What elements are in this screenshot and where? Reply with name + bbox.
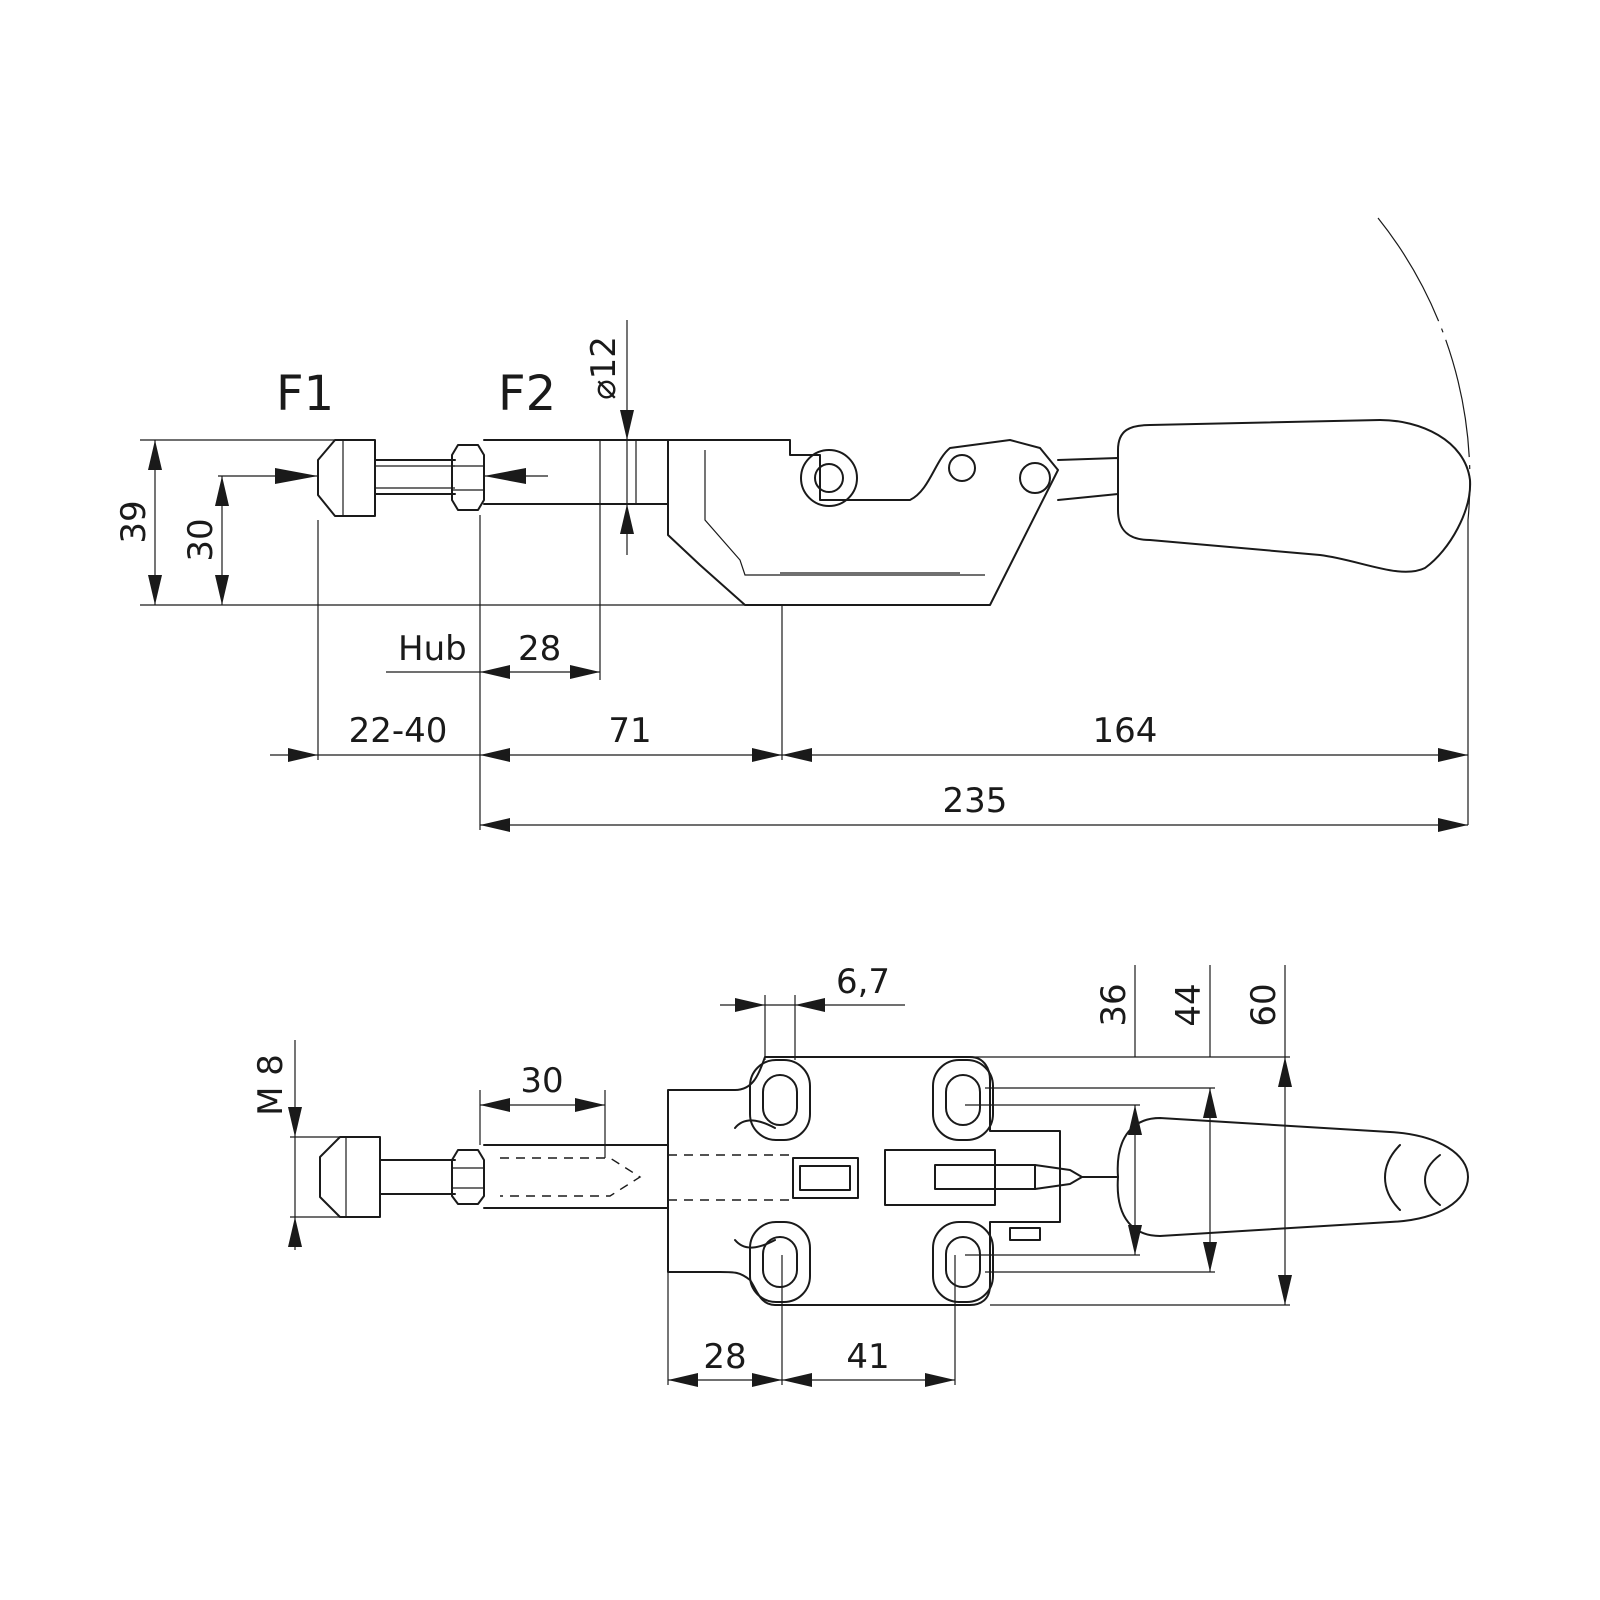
arrow-icon: [480, 748, 510, 762]
arrow-icon: [668, 1373, 698, 1387]
lower-cutout: [734, 1239, 776, 1249]
arrow-icon: [1278, 1275, 1292, 1305]
dim-hub-value: 28: [518, 629, 561, 669]
arrow-icon: [1203, 1088, 1217, 1118]
link-tip: [1034, 1164, 1083, 1190]
arrow-icon: [735, 998, 765, 1012]
arrow-icon: [1438, 748, 1468, 762]
mount-hole-4: [945, 1236, 981, 1288]
arrow-icon: [752, 1373, 782, 1387]
dim-22-40-label: 22-40: [349, 711, 448, 751]
mount-boss-3: [749, 1221, 811, 1303]
dim-dia-label: ⌀12: [584, 336, 624, 400]
mount-hole-3: [762, 1236, 798, 1288]
arrow-icon: [1278, 1057, 1292, 1087]
handle-link: [1057, 457, 1119, 501]
arrow-icon: [1128, 1225, 1142, 1255]
arrow-icon: [782, 1373, 812, 1387]
link-bar: [934, 1164, 1036, 1190]
stop-tab: [1009, 1227, 1041, 1241]
link-plate: [884, 1149, 996, 1206]
arrow-icon: [288, 1107, 302, 1137]
dim-71-label: 71: [608, 711, 651, 751]
arrow-icon: [620, 410, 634, 440]
side-view: F1 F2 39 30 ⌀12 Hub 28 22-40 71 164 235: [114, 217, 1472, 832]
dim-44-label: 44: [1169, 983, 1209, 1026]
arrow-icon: [1128, 1105, 1142, 1135]
hidden-bore: [500, 1157, 642, 1197]
arrow-icon: [480, 665, 510, 679]
pivot-1-boss: [800, 449, 858, 507]
grip-mark-2: [1424, 1154, 1441, 1206]
dim-60-label: 60: [1244, 983, 1284, 1026]
dim-m8-label: M 8: [251, 1054, 291, 1116]
dim-thread-label: 30: [520, 1061, 563, 1101]
mount-boss-2: [932, 1059, 994, 1141]
f1-label: F1: [276, 366, 334, 422]
arrow-icon: [795, 998, 825, 1012]
dim-28-label: 28: [703, 1337, 746, 1377]
arrow-icon: [620, 504, 634, 534]
body-inner: [704, 450, 985, 576]
arrow-icon: [480, 818, 510, 832]
arrow-icon: [148, 575, 162, 605]
arrow-icon: [782, 748, 812, 762]
dim-41-label: 41: [846, 1337, 889, 1377]
handle-swing-arc: [1377, 217, 1471, 521]
upper-cutout: [734, 1119, 776, 1129]
f2-arrow-icon: [484, 468, 526, 484]
arrow-icon: [288, 1217, 302, 1247]
arrow-icon: [1203, 1242, 1217, 1272]
arrow-icon: [215, 575, 229, 605]
f2-label: F2: [498, 366, 556, 422]
grip-mark-1: [1384, 1144, 1401, 1211]
link-inner: [799, 1165, 851, 1191]
mount-hole-1: [762, 1074, 798, 1126]
dim-39-label: 39: [114, 500, 154, 543]
mount-boss-1: [749, 1059, 811, 1141]
mount-boss-4: [932, 1221, 994, 1303]
arrow-icon: [480, 1098, 510, 1112]
hub-label: Hub: [398, 629, 467, 669]
arrow-icon: [575, 1098, 605, 1112]
pivot-3: [1019, 462, 1051, 494]
top-view: M 8 30 6,7 36 44 60 28 41: [251, 962, 1469, 1387]
handle-grip: [1117, 419, 1472, 573]
arrow-icon: [148, 440, 162, 470]
f1-arrow-icon: [275, 468, 318, 484]
dim-slot-label: 6,7: [836, 962, 890, 1002]
spindle-head: [317, 439, 376, 517]
arrow-icon: [570, 665, 600, 679]
arrow-icon: [288, 748, 318, 762]
arrow-icon: [215, 476, 229, 506]
arrow-icon: [925, 1373, 955, 1387]
clamp-body: [667, 439, 1059, 606]
mount-hole-2: [945, 1074, 981, 1126]
dim-30-label: 30: [181, 518, 221, 561]
base-plate: [667, 1056, 1061, 1306]
arrow-icon: [1438, 818, 1468, 832]
top-handle-grip: [1116, 1117, 1469, 1237]
dim-164-label: 164: [1093, 711, 1158, 751]
link-block: [792, 1157, 859, 1199]
hex-nut: [451, 444, 485, 511]
dim-235-label: 235: [943, 781, 1008, 821]
top-spindle-head: [319, 1136, 381, 1218]
pivot-1: [814, 463, 844, 493]
pivot-2: [948, 454, 976, 482]
top-hex-nut: [451, 1149, 485, 1205]
dim-36-label: 36: [1094, 983, 1134, 1026]
arrow-icon: [752, 748, 782, 762]
